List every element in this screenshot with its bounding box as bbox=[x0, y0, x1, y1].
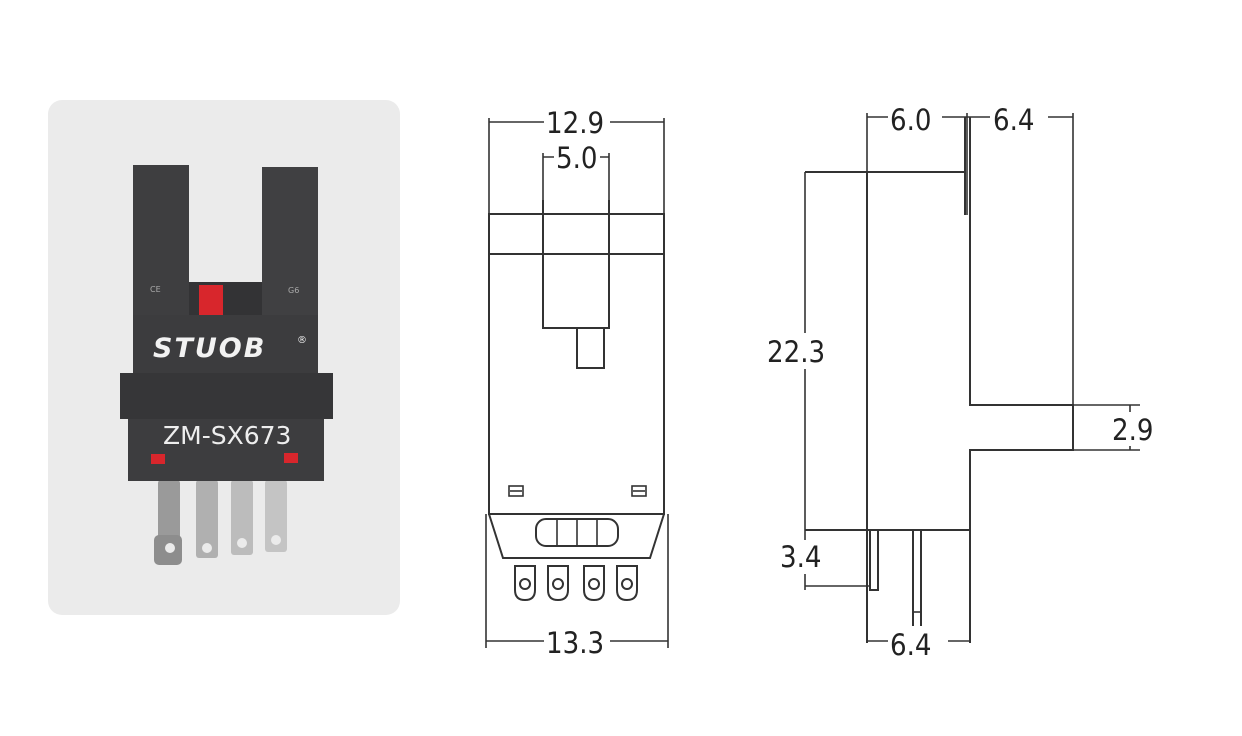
sensor-right-arm bbox=[262, 167, 318, 317]
sensor-flange bbox=[120, 373, 333, 419]
dim-side-slot-gap: 2.9 bbox=[1112, 413, 1153, 447]
dim-side-height: 22.3 bbox=[767, 335, 825, 369]
g6-mark: G6 bbox=[288, 286, 299, 295]
dim-side-pin-length: 3.4 bbox=[780, 540, 821, 574]
dim-front-width: 12.9 bbox=[546, 106, 604, 140]
sensor-left-arm bbox=[133, 165, 189, 315]
dim-front-bottom-width: 13.3 bbox=[546, 626, 604, 660]
dim-side-bottom-width: 6.4 bbox=[890, 628, 931, 662]
dim-side-top-left: 6.0 bbox=[890, 103, 931, 137]
sensor-pins bbox=[154, 480, 287, 565]
model-label: ZM-SX673 bbox=[163, 421, 291, 450]
dim-side-top-right: 6.4 bbox=[993, 103, 1034, 137]
brand-logo: STUOB bbox=[153, 333, 266, 364]
front-view-drawing: 12.9 5.0 bbox=[485, 104, 669, 660]
ce-mark: CE bbox=[150, 285, 161, 294]
led-right bbox=[284, 453, 298, 463]
side-view-drawing: 6.0 6.4 22.3 3.4 2.9 6.4 bbox=[765, 101, 1168, 662]
led-left bbox=[151, 454, 165, 464]
registered-mark: ® bbox=[297, 335, 307, 346]
dim-slot-width: 5.0 bbox=[556, 141, 597, 175]
product-sensor-image: CE G6 STUOB ® ZM-SX673 bbox=[120, 165, 333, 565]
